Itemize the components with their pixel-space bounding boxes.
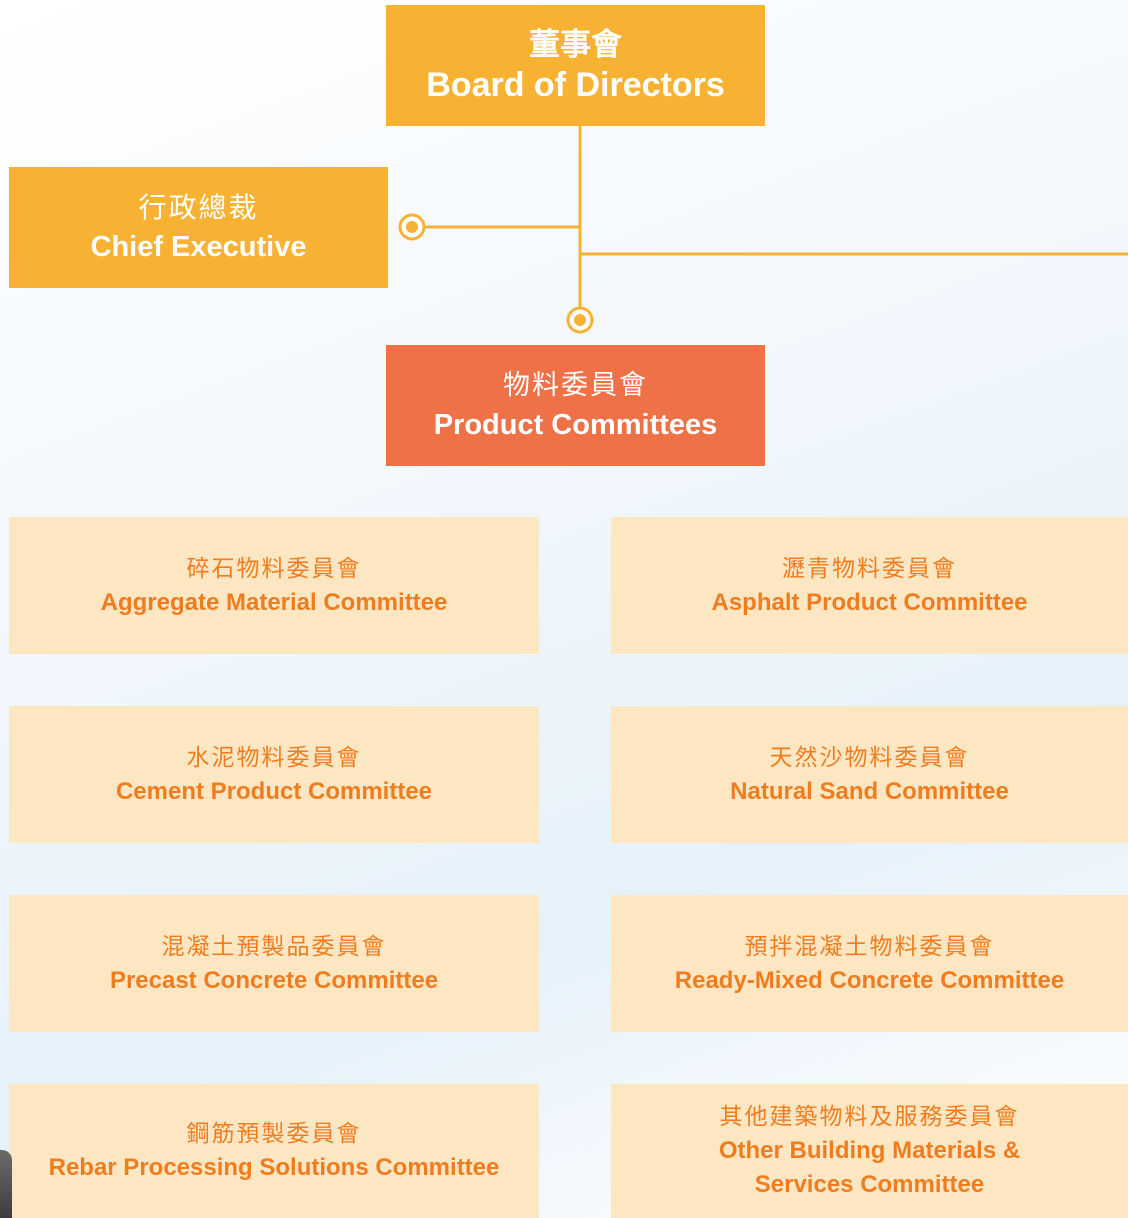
decorative-graphic	[0, 1150, 12, 1218]
committee-zh-label: 水泥物料委員會	[186, 744, 362, 771]
committee-en-label: Aggregate Material Committee	[100, 588, 448, 616]
committee-zh-label: 天然沙物料委員會	[769, 744, 970, 771]
product-committees-zh-label: 物料委員會	[503, 369, 648, 401]
board-zh-label: 董事會	[529, 26, 622, 63]
ceo-connector-node-icon	[398, 213, 426, 241]
committee-other-materials-box: 其他建築物料及服務委員會 Other Building Materials & …	[611, 1084, 1128, 1218]
ceo-zh-label: 行政總裁	[138, 190, 259, 224]
committee-zh-label: 鋼筋預製委員會	[186, 1121, 362, 1147]
committee-zh-label: 瀝青物料委員會	[782, 555, 957, 582]
committee-ready-mixed-box: 預拌混凝土物料委員會 Ready-Mixed Concrete Committe…	[611, 895, 1128, 1032]
committee-zh-label: 碎石物料委員會	[186, 555, 362, 582]
committee-en-label: Cement Product Committee	[115, 777, 433, 805]
committees-connector-node-icon	[566, 306, 594, 334]
committee-en-label: Asphalt Product Committee	[711, 588, 1028, 616]
committee-en-label: Precast Concrete Committee	[109, 966, 439, 994]
committee-rebar-box: 鋼筋預製委員會 Rebar Processing Solutions Commi…	[9, 1084, 539, 1218]
committee-aggregate-box: 碎石物料委員會 Aggregate Material Committee	[9, 517, 539, 654]
committee-zh-label: 其他建築物料及服務委員會	[719, 1104, 1020, 1130]
chief-executive-box: 行政總裁 Chief Executive	[9, 167, 388, 288]
committee-cement-box: 水泥物料委員會 Cement Product Committee	[9, 706, 539, 843]
committee-zh-label: 預拌混凝土物料委員會	[744, 933, 995, 960]
committee-asphalt-box: 瀝青物料委員會 Asphalt Product Committee	[611, 517, 1128, 654]
committee-en-label: Rebar Processing Solutions Committee	[48, 1154, 500, 1181]
product-committees-box: 物料委員會 Product Committees	[386, 345, 765, 466]
committee-precast-box: 混凝土預製品委員會 Precast Concrete Committee	[9, 895, 539, 1032]
committee-en-label-line2: Services Committee	[754, 1171, 985, 1198]
committee-en-label: Other Building Materials &	[718, 1137, 1021, 1164]
product-committees-en-label: Product Committees	[433, 408, 718, 441]
committee-en-label: Ready-Mixed Concrete Committee	[674, 966, 1065, 994]
committee-zh-label: 混凝土預製品委員會	[161, 933, 387, 960]
board-en-label: Board of Directors	[426, 65, 725, 104]
committee-en-label: Natural Sand Committee	[730, 777, 1009, 805]
ceo-en-label: Chief Executive	[90, 230, 307, 263]
board-of-directors-box: 董事會 Board of Directors	[386, 5, 765, 126]
committee-natural-sand-box: 天然沙物料委員會 Natural Sand Committee	[611, 706, 1128, 843]
